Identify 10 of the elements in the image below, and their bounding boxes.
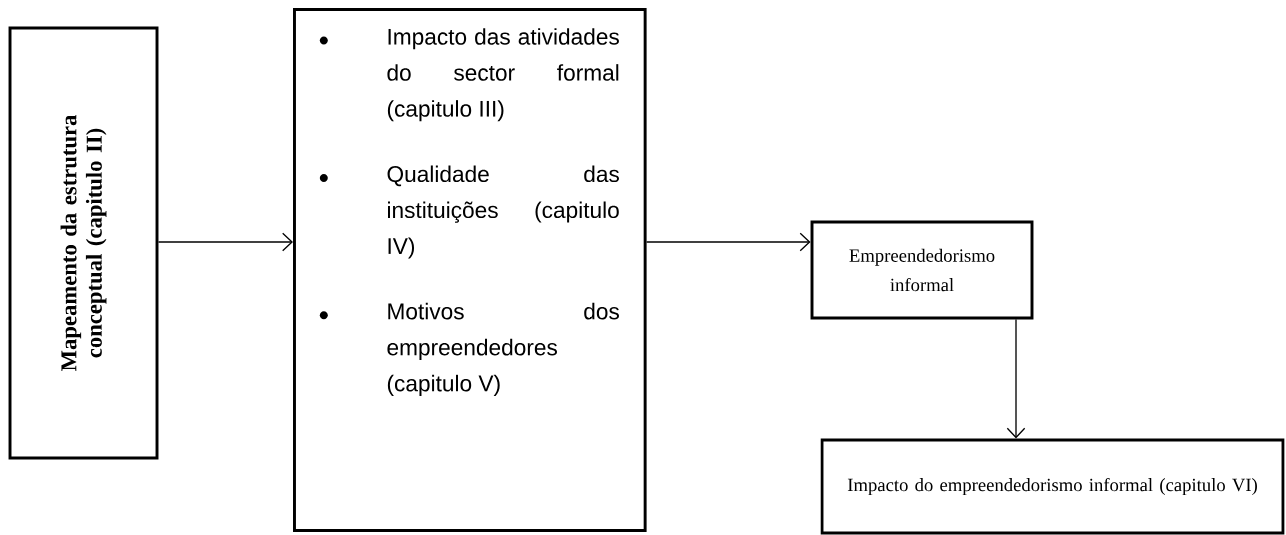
arrow [1006, 318, 1026, 439]
process-box: Empreendedorismo informal [810, 220, 1034, 320]
arrow [645, 232, 811, 252]
chapter-box: Mapeamento da estrutura conceptual (capitulo II) [8, 26, 159, 460]
process-box: Impacto do empreendedorismo informal (capitulo VI) [820, 438, 1285, 535]
bullet-item: Motivos dos empreendedores (capitulo V) [319, 302, 619, 396]
bullet-item: Qualidade das instituições (capitulo IV) [319, 165, 619, 259]
arrow [157, 232, 293, 252]
topic-list-box [293, 8, 647, 532]
bullet-item: Impacto das atividades do sector formal (capitulo III) [319, 28, 619, 122]
